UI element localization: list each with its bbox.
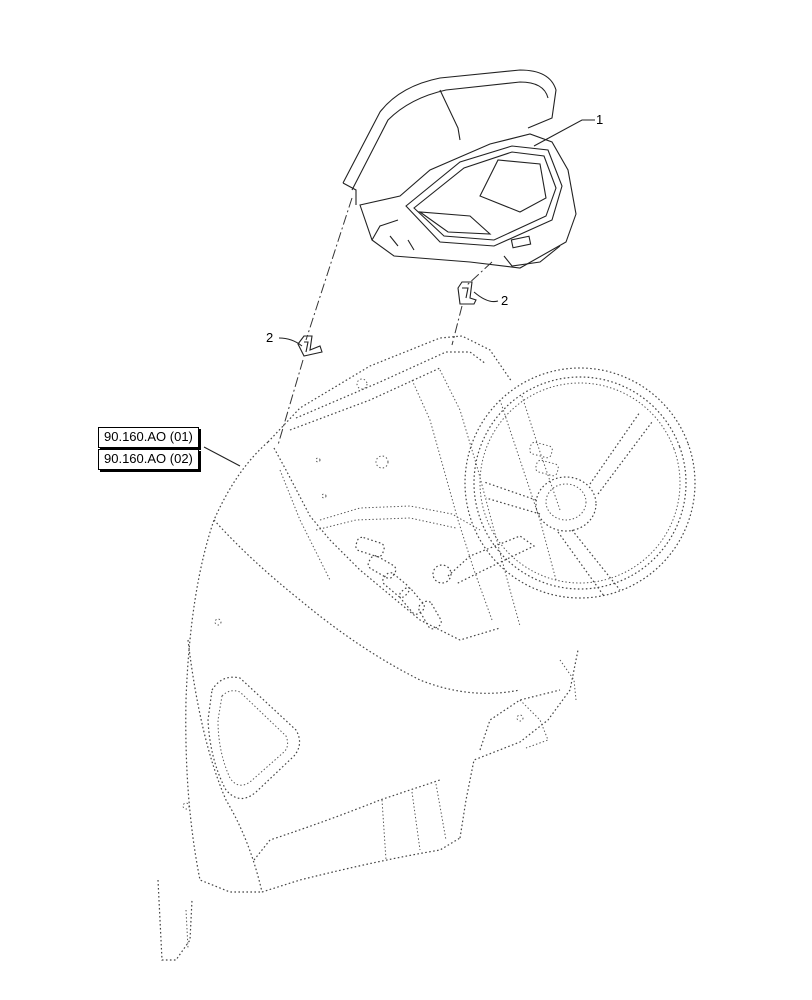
handle-recess [207,676,301,800]
reference-link-01[interactable]: 90.160.AO (01) [98,427,199,448]
reference-link-02[interactable]: 90.160.AO (02) [98,449,199,470]
instrument-cluster-part[interactable] [342,69,577,269]
callout-2-right[interactable]: 2 [501,293,509,308]
callout-1[interactable]: 1 [596,112,604,127]
dashboard-housing [157,335,579,961]
leader-lines [203,119,595,467]
clip-part-right[interactable] [457,281,477,305]
switch-pads [355,441,559,630]
assembly-centerlines [277,197,493,446]
callout-2-left[interactable]: 2 [266,330,274,345]
steering-wheel [432,367,696,599]
clip-part-left[interactable] [297,335,323,357]
